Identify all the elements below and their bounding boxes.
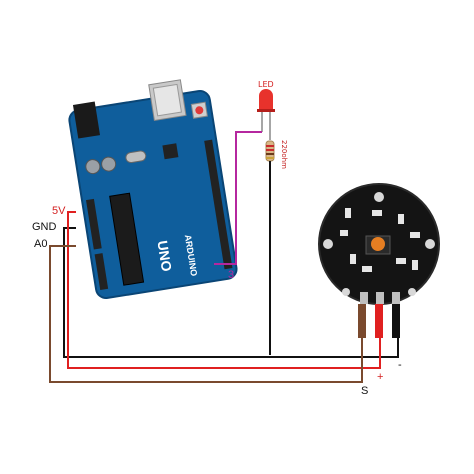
signal-wire — [49, 245, 363, 383]
power-wire — [67, 211, 381, 369]
pulse-sensor — [318, 183, 440, 338]
resistor-component: 220ohm — [265, 140, 288, 169]
analog-header — [94, 253, 109, 290]
capacitor — [85, 159, 101, 175]
atmega-chip — [109, 192, 145, 286]
label-plus: + — [377, 371, 383, 383]
usb-chip — [162, 143, 179, 160]
crystal — [125, 150, 147, 164]
sensor-cable-signal — [358, 304, 366, 338]
led-wire — [214, 131, 262, 265]
board-model: UNO — [154, 239, 175, 272]
arduino-uno-board: ARDUINO UNO — [68, 79, 238, 300]
power-jack — [72, 101, 101, 139]
led-component: LED — [257, 80, 275, 140]
power-header — [86, 198, 102, 250]
resistor-label: 220ohm — [280, 140, 288, 169]
heart-logo — [371, 237, 385, 251]
label-gnd: GND — [32, 221, 57, 233]
digital-header — [204, 139, 233, 270]
sensor-cable-power — [375, 304, 383, 338]
label-pin-3: 3 — [228, 269, 234, 281]
label-5v: 5V — [52, 205, 66, 217]
capacitor — [101, 156, 117, 172]
label-signal: S — [361, 385, 368, 397]
label-a0: A0 — [34, 238, 47, 250]
led-label: LED — [258, 80, 274, 89]
led-body — [259, 89, 273, 110]
label-minus: - — [398, 359, 402, 371]
sensor-cable-ground — [392, 304, 400, 338]
